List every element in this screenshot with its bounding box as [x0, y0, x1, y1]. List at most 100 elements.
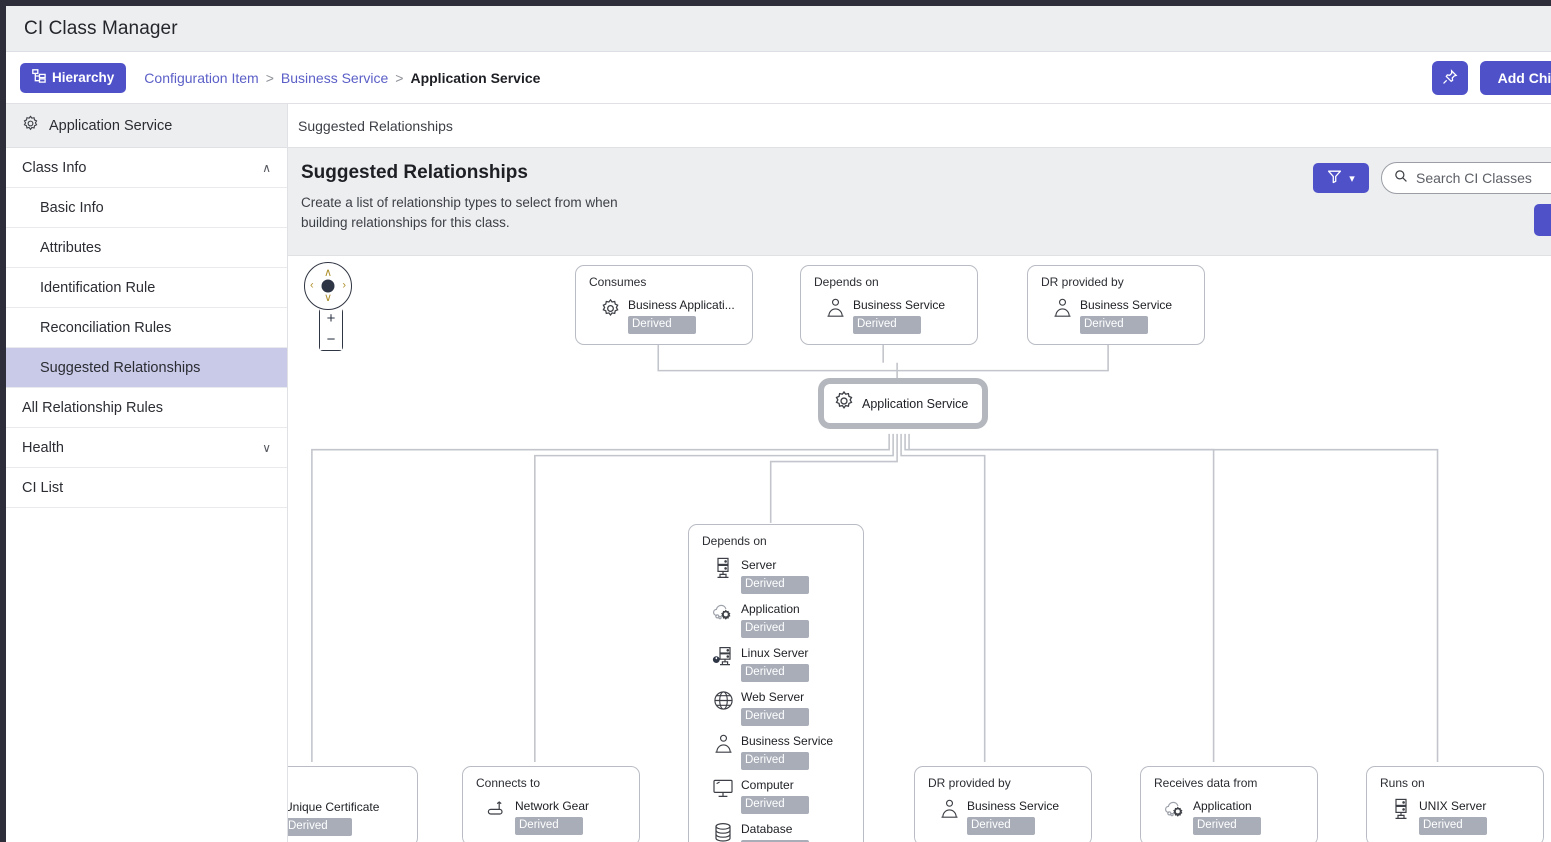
ci-entry[interactable]: Application Derived	[712, 600, 852, 638]
ci-name: Business Applicati...	[628, 298, 735, 312]
sidebar-item-label: Suggested Relationships	[40, 359, 201, 376]
relationship-node-depends-on-top[interactable]: Depends on Business Service Derived	[800, 265, 978, 345]
ci-text: Network Gear Derived	[515, 797, 589, 835]
status-badge: Derived	[1419, 817, 1487, 835]
ci-text: Server Derived	[741, 556, 809, 594]
ci-entry[interactable]: Application Derived	[1164, 797, 1306, 835]
sidebar-item-all-relationship-rules[interactable]: All Relationship Rules	[6, 388, 287, 428]
status-badge: Derived	[741, 708, 809, 726]
pan-left-icon[interactable]: ‹	[310, 279, 314, 292]
relationship-label: Receives data from	[1154, 776, 1258, 790]
ci-name: UNIX Server	[1419, 799, 1487, 813]
ci-entry[interactable]: Web Server Derived	[712, 688, 852, 726]
status-badge: Derived	[741, 620, 809, 638]
ci-entry[interactable]: Unique Certificate Derived	[288, 798, 406, 836]
relationship-node-receives-data-from[interactable]: Receives data from Application	[1140, 766, 1318, 842]
breadcrumb-item-configuration-item[interactable]: Configuration Item	[144, 69, 259, 86]
ci-text: Application Derived	[1193, 797, 1261, 835]
status-badge: Derived	[515, 817, 583, 835]
ci-name: Network Gear	[515, 799, 590, 813]
pan-dial[interactable]: ∧ ∨ ‹ ›	[304, 262, 352, 310]
ci-text: Linux Server Derived	[741, 644, 809, 682]
filter-button[interactable]: ▾	[1313, 163, 1369, 193]
ci-text: Database Derived	[741, 820, 809, 842]
pan-down-icon[interactable]: ∨	[323, 292, 333, 304]
ci-entry[interactable]: Business Service Derived	[824, 296, 966, 334]
ci-entry[interactable]: Business Applicati... Derived	[599, 296, 741, 334]
relationship-node-dr-provided-by-bottom[interactable]: DR provided by Business Service Derived	[914, 766, 1092, 842]
linux-server-icon	[712, 644, 734, 668]
sidebar-item-identification-rule[interactable]: Identification Rule	[6, 268, 287, 308]
ci-entry[interactable]: Server Derived	[712, 556, 852, 594]
zoom-out-button[interactable]: −	[320, 329, 342, 350]
relationship-node-consumes[interactable]: Consumes Business Applicati... Derived	[575, 265, 753, 345]
zoom-in-button[interactable]: +	[320, 308, 342, 329]
person-icon	[1051, 296, 1073, 320]
status-badge: Derived	[288, 818, 352, 836]
ci-name: Computer	[741, 778, 794, 792]
sidebar-item-class-info[interactable]: Class Info ∧	[6, 148, 287, 188]
ci-entry[interactable]: Linux Server Derived	[712, 644, 852, 682]
search-ci-classes[interactable]	[1381, 162, 1551, 194]
server-icon	[1390, 797, 1412, 821]
cloud-gear-icon	[1164, 797, 1186, 821]
status-badge: Derived	[1193, 817, 1261, 835]
pan-right-icon[interactable]: ›	[342, 279, 346, 292]
relationship-label: Runs on	[1380, 776, 1425, 790]
ci-text: Business Service Derived	[967, 797, 1059, 835]
ci-entry[interactable]: Business Service Derived	[938, 797, 1080, 835]
status-badge: Derived	[1080, 316, 1148, 334]
monitor-icon	[712, 776, 734, 800]
sidebar-header-label: Application Service	[49, 117, 173, 134]
status-badge: Derived	[967, 817, 1035, 835]
pan-up-icon[interactable]: ∧	[323, 267, 333, 279]
root-node-application-service[interactable]: Application Service	[818, 378, 989, 429]
ci-entry[interactable]: Computer Derived	[712, 776, 852, 814]
relationship-diagram-canvas[interactable]: ∧ ∨ ‹ › + − Consumes	[288, 256, 1551, 842]
pin-button[interactable]	[1431, 61, 1468, 95]
add-child-class-button[interactable]: Add Child Class	[1479, 61, 1551, 95]
ci-text: Application Derived	[741, 600, 809, 638]
ci-name: Application	[741, 602, 800, 616]
hierarchy-icon	[32, 69, 46, 86]
ci-entry[interactable]: Business Service Derived	[712, 732, 852, 770]
globe-icon	[712, 688, 734, 712]
panel-title: Suggested Relationships	[301, 162, 528, 183]
panel-actions: ▾ New	[1313, 162, 1551, 236]
sidebar-item-attributes[interactable]: Attributes	[6, 228, 287, 268]
breadcrumb-separator: >	[265, 69, 274, 86]
zoom-buttons: + −	[319, 308, 343, 351]
relationship-label: DR provided by	[928, 776, 1011, 790]
sidebar-item-reconciliation-rules[interactable]: Reconciliation Rules	[6, 308, 287, 348]
ci-name: Web Server	[741, 690, 805, 704]
search-input[interactable]	[1416, 170, 1551, 186]
ci-entry[interactable]: Database Derived	[712, 820, 852, 842]
hierarchy-button[interactable]: Hierarchy	[20, 62, 127, 93]
relationship-label: Connects to	[476, 776, 541, 790]
body: Application Service Class Info ∧ Basic I…	[6, 104, 1551, 842]
ci-text: UNIX Server Derived	[1419, 797, 1487, 835]
ci-entry[interactable]: Business Service Derived	[1051, 296, 1193, 334]
sidebar-item-suggested-relationships[interactable]: Suggested Relationships	[6, 348, 287, 388]
sidebar-item-ci-list[interactable]: CI List	[6, 468, 287, 508]
pan-center-dot[interactable]	[321, 279, 335, 293]
sidebar-header: Application Service	[6, 104, 287, 148]
status-badge: Derived	[741, 664, 809, 682]
relationship-node-connects-to[interactable]: Connects to Network Gear Derived	[462, 766, 640, 842]
ci-entry[interactable]: UNIX Server Derived	[1390, 797, 1532, 835]
new-button[interactable]: New	[1534, 204, 1551, 236]
ci-entry[interactable]: Network Gear Derived	[486, 797, 628, 835]
panel-actions-row: ▾	[1313, 162, 1551, 194]
breadcrumb-item-business-service[interactable]: Business Service	[280, 69, 389, 86]
sidebar-item-health[interactable]: Health ∨	[6, 428, 287, 468]
pan-zoom-control[interactable]: ∧ ∨ ‹ › + −	[304, 262, 358, 351]
relationship-node-runs-on[interactable]: Runs on UNIX Server Derived	[1366, 766, 1544, 842]
ci-name: Business Service	[741, 734, 834, 748]
gear-icon	[599, 296, 621, 320]
relationship-node-unique-certificate[interactable]: Unique Certificate Derived	[288, 766, 418, 842]
relationship-node-depends-on-list[interactable]: Depends on Server Derived	[688, 524, 864, 842]
sidebar-item-label: Attributes	[40, 239, 102, 256]
pin-icon	[1442, 68, 1458, 88]
sidebar-item-basic-info[interactable]: Basic Info	[6, 188, 287, 228]
relationship-node-dr-provided-by-top[interactable]: DR provided by Business Service Derived	[1027, 265, 1205, 345]
